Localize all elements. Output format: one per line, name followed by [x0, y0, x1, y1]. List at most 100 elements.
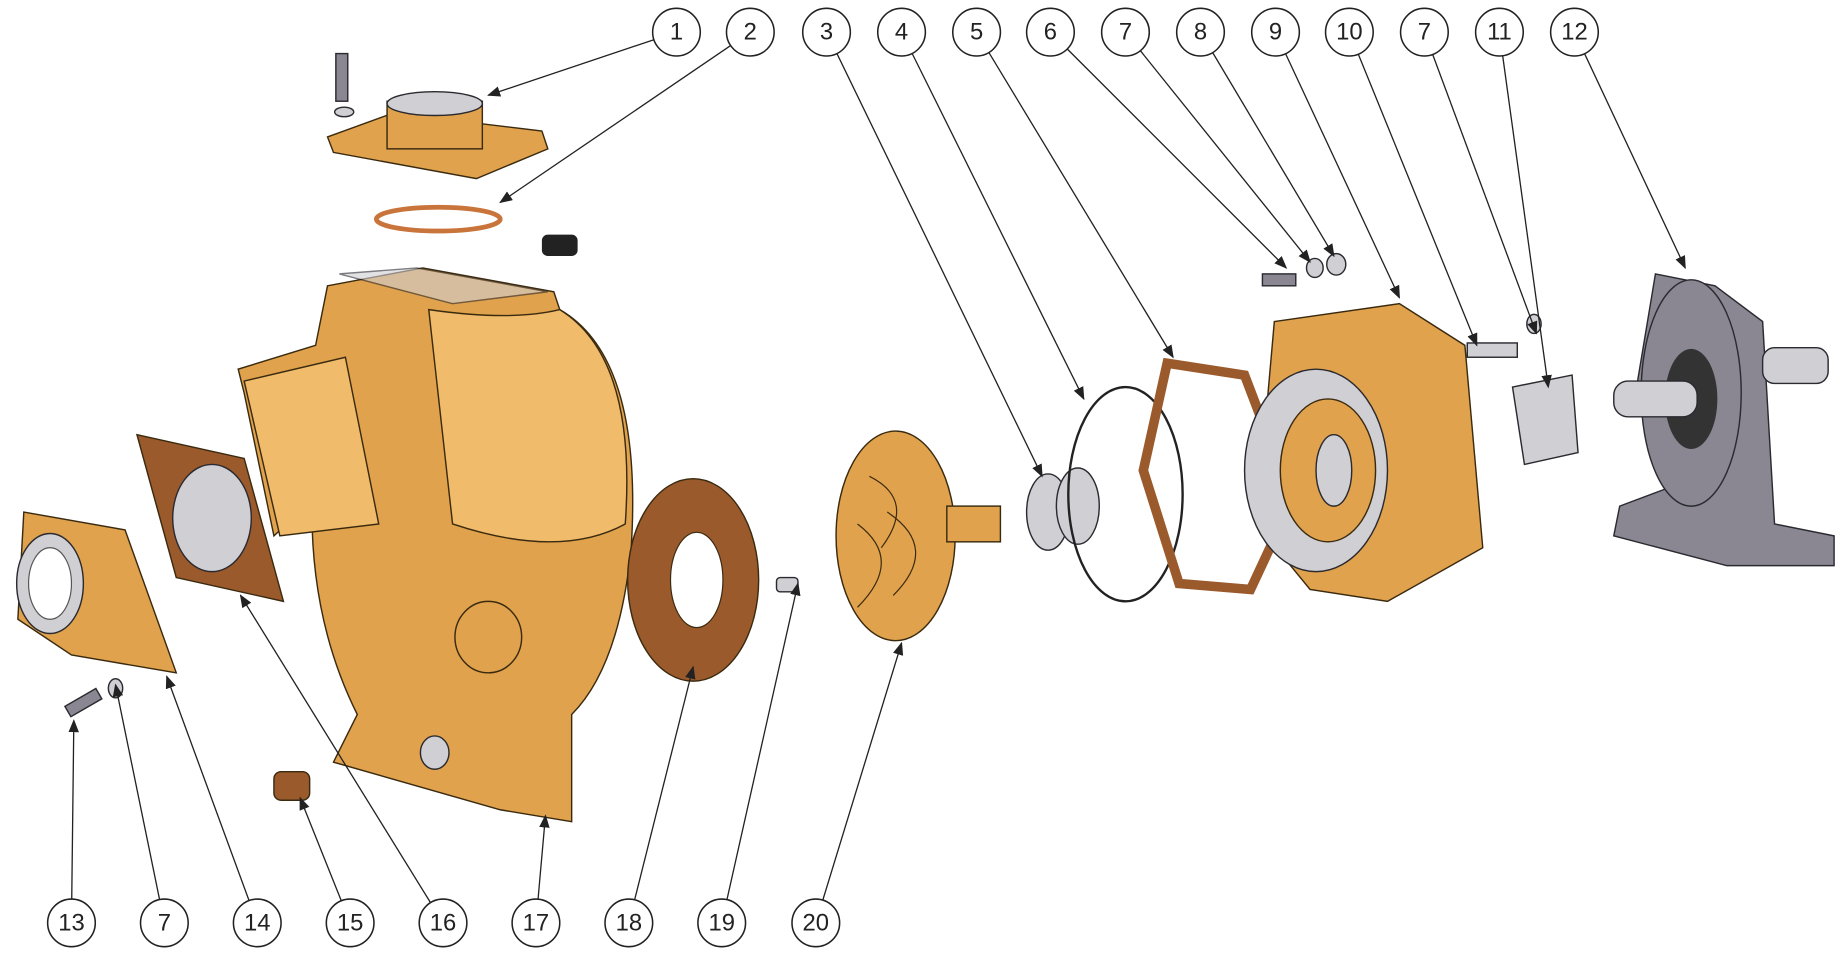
callout-circle: [1399, 7, 1449, 57]
wear-plate: [626, 477, 760, 682]
callout-balloon-12: 12: [1549, 7, 1600, 57]
callout-balloon-3: 3: [801, 7, 852, 57]
callout-label: 7: [158, 909, 171, 936]
callout-label: 18: [616, 909, 642, 936]
callout-circle: [876, 7, 927, 57]
nut: [1326, 252, 1347, 276]
callout-label: 9: [1269, 19, 1282, 46]
callout-circle: [418, 898, 468, 948]
callout-circle: [46, 898, 97, 948]
o-ring: [1067, 385, 1184, 603]
callout-circle: [1474, 7, 1525, 57]
callout-label: 8: [1194, 19, 1207, 46]
shaft-clamp: [1511, 374, 1579, 466]
leader-line: [822, 641, 904, 901]
callout-label: 15: [337, 909, 363, 936]
callout-balloon-7: 7: [1100, 7, 1151, 57]
callout-circle: [791, 898, 841, 948]
callout-circle: [1324, 7, 1374, 57]
leader-line: [911, 53, 1085, 401]
leader-line: [1066, 48, 1288, 269]
callout-balloon-16: 16: [418, 898, 468, 948]
callout-label: 7: [1418, 19, 1431, 46]
callout-balloon-18: 18: [604, 898, 654, 948]
parts: [15, 52, 1835, 823]
leader-line: [633, 665, 696, 900]
bearing-bracket: [1243, 302, 1484, 603]
leader-line: [988, 52, 1174, 359]
callout-circle: [1250, 7, 1301, 57]
callout-label: 14: [244, 909, 270, 936]
leader-line: [499, 45, 731, 204]
callout-label: 2: [744, 19, 757, 46]
callout-circle: [1025, 7, 1076, 57]
callout-label: 20: [803, 909, 829, 936]
callout-circle: [651, 7, 702, 57]
impeller-screw: [775, 576, 799, 593]
callout-label: 17: [523, 909, 549, 936]
washer: [107, 678, 124, 699]
leader-line: [836, 53, 1043, 478]
callout-balloon-19: 19: [697, 898, 747, 948]
callout-balloon-14: 14: [232, 898, 282, 948]
leader-line: [1285, 53, 1400, 299]
callout-circle: [801, 7, 852, 57]
suction-gasket: [135, 433, 285, 603]
callout-balloon-9: 9: [1250, 7, 1301, 57]
leader-line: [1212, 52, 1335, 258]
impeller: [835, 430, 1002, 642]
callout-circle: [604, 898, 654, 948]
callout-balloon-20: 20: [791, 898, 841, 948]
drain-plug: [273, 770, 311, 801]
callout-balloon-4: 4: [876, 7, 927, 57]
suction-flange: [15, 511, 178, 674]
callout-label: 6: [1044, 19, 1057, 46]
leader-line: [537, 814, 550, 900]
callout-balloon-2: 2: [725, 7, 775, 57]
callout-balloon-13: 13: [46, 898, 97, 948]
leader-line: [726, 582, 801, 900]
callout-label: 10: [1336, 19, 1362, 46]
callout-label: 16: [430, 909, 456, 936]
leader-line: [1502, 55, 1552, 389]
washer: [1305, 257, 1324, 279]
callout-balloon-7: 7: [139, 898, 189, 948]
callout-balloon-5: 5: [952, 7, 1002, 57]
callout-circle: [1100, 7, 1151, 57]
callout-balloon-7: 7: [1399, 7, 1449, 57]
housing-gasket: [1138, 357, 1298, 595]
flange-o-ring: [373, 204, 503, 234]
callout-label: 4: [895, 19, 908, 46]
stud: [1261, 273, 1297, 287]
callout-label: 1: [670, 19, 683, 46]
leader-line: [165, 675, 250, 901]
bolt: [1466, 342, 1519, 358]
callout-balloon-8: 8: [1175, 7, 1226, 57]
leader-line: [239, 594, 432, 903]
leader-line: [299, 796, 342, 902]
leader-line: [1583, 53, 1686, 270]
callout-circle: [1175, 7, 1226, 57]
callout-circle: [511, 898, 561, 948]
leader-line: [68, 719, 79, 900]
callout-balloon-1: 1: [651, 7, 702, 57]
leader-line: [1432, 54, 1538, 335]
discharge-flange: [326, 52, 549, 180]
callout-label: 13: [58, 909, 84, 936]
pump-casing: [237, 267, 634, 823]
leader-line: [1139, 50, 1311, 264]
callout-circle: [232, 898, 282, 948]
callout-circle: [139, 898, 189, 948]
callout-circle: [952, 7, 1002, 57]
plug-cap: [541, 234, 578, 257]
callout-label: 3: [820, 19, 833, 46]
leader-line: [112, 683, 161, 900]
bearing-frame: [1612, 273, 1835, 567]
callout-balloon-17: 17: [511, 898, 561, 948]
callout-circle: [1549, 7, 1600, 57]
callout-circle: [697, 898, 747, 948]
leader-line: [1357, 53, 1478, 347]
callout-balloon-15: 15: [325, 898, 375, 948]
